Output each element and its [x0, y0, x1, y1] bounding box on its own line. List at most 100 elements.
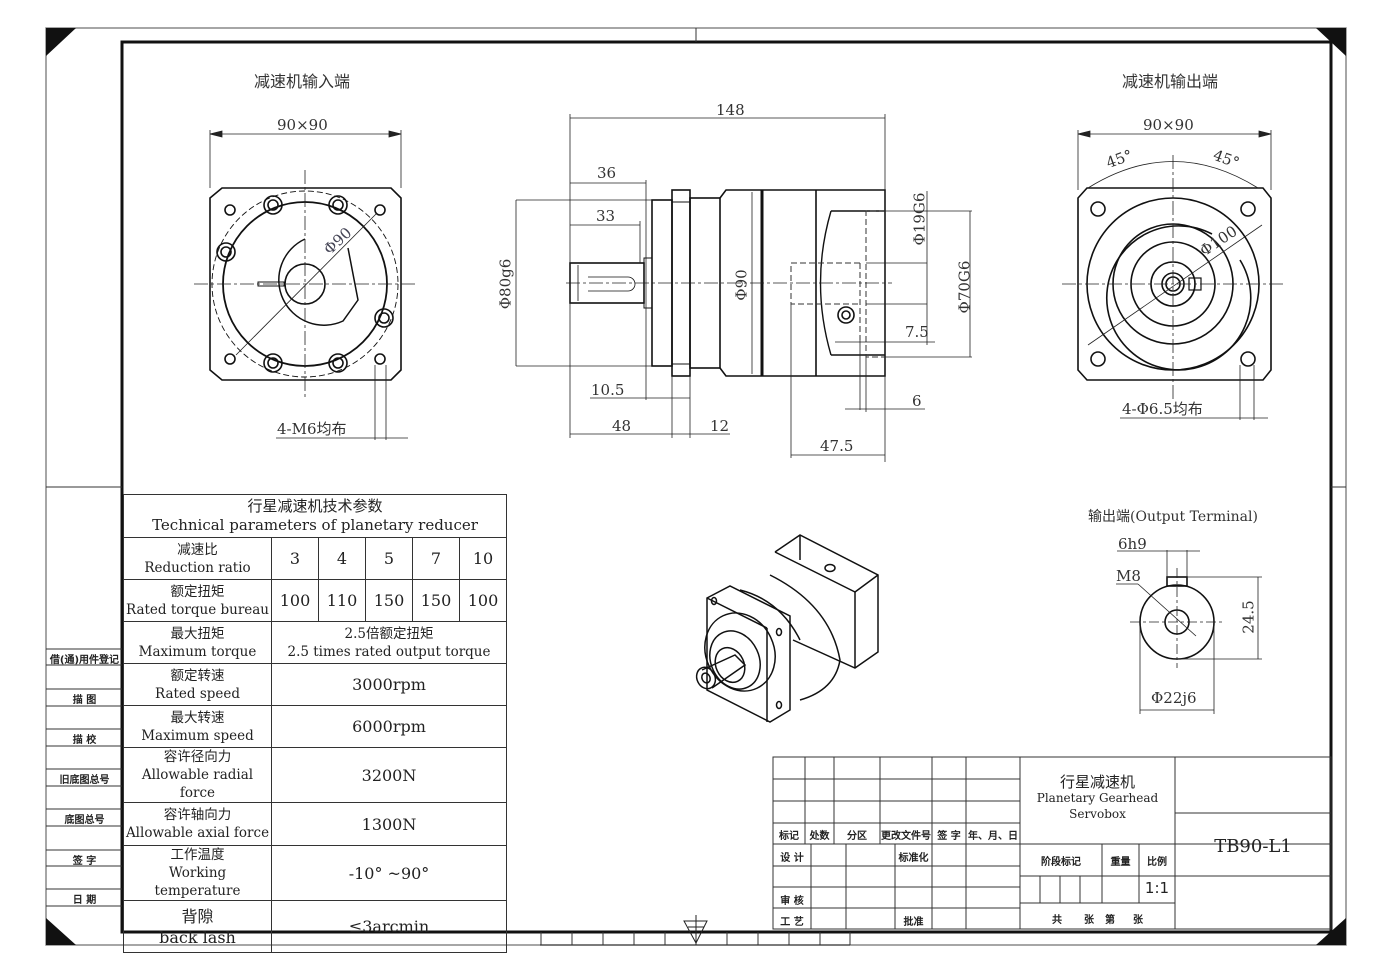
dim-overall-length: 148 — [716, 101, 745, 119]
axial-force-value: 1300N — [270, 802, 508, 846]
bottom-ruler — [540, 932, 851, 946]
dim-key-width: 6h9 — [1118, 535, 1147, 553]
dim-36: 36 — [597, 164, 617, 182]
dim-bore-pilot: Φ70G6 — [955, 260, 974, 314]
scale-value: 1:1 — [1144, 879, 1170, 897]
rev-header: 处数 — [809, 831, 830, 842]
rated-speed-value: 3000rpm — [270, 663, 508, 706]
input-end-title: 减速机输入端 — [254, 72, 351, 91]
product-name: 行星减速机 Planetary Gearhead Servobox — [1036, 773, 1159, 821]
dim-33: 33 — [596, 207, 616, 225]
strip-label: 底图总号 — [64, 815, 105, 826]
rev-header: 年、月、日 — [968, 831, 1018, 842]
centering-symbol — [683, 915, 708, 945]
side-view-dims — [515, 114, 972, 462]
role-review: 审 核 — [780, 896, 804, 907]
torque-cell: 100 — [458, 579, 508, 622]
strip-label: 签 字 — [72, 856, 97, 867]
ratio-cell: 4 — [318, 537, 366, 580]
backlash-value: ≤3arcmin — [270, 900, 508, 953]
spec-table-title: 行星减速机技术参数 Technical parameters of planet… — [122, 494, 508, 538]
output-terminal-title: 输出端(Output Terminal) — [1088, 509, 1258, 525]
torque-cell: 100 — [271, 579, 319, 622]
corner-mark-tl — [46, 28, 76, 56]
output-end-dims — [1062, 130, 1286, 420]
side-view-hidden — [790, 210, 885, 358]
torque-cell: 110 — [318, 579, 366, 622]
rev-header: 标记 — [779, 831, 799, 842]
ratio-cell: 3 — [271, 537, 319, 580]
strip-label: 借(通)用件登记 — [49, 655, 120, 666]
dim-pilot-dia: Φ80g6 — [496, 258, 515, 310]
ratio-cell: 5 — [365, 537, 413, 580]
dim-bore-dia: Φ19G6 — [910, 192, 929, 246]
spec-table: 行星减速机技术参数 Technical parameters of planet… — [122, 494, 508, 953]
strip-label: 描 校 — [72, 735, 97, 746]
corner-mark-br — [1316, 918, 1346, 945]
role-approve: 批准 — [903, 917, 924, 928]
sheet-unit: 张 — [1133, 915, 1143, 926]
title-block-grid — [772, 756, 1332, 930]
rev-header: 更改文件号 — [881, 831, 931, 842]
dim-10-5: 10.5 — [591, 381, 625, 399]
output-end-title: 减速机输出端 — [1122, 72, 1219, 91]
ratio-cell: 10 — [458, 537, 508, 580]
isometric-view — [695, 534, 879, 723]
working-temp-value: -10° ~90° — [270, 845, 508, 901]
role-design: 设 计 — [780, 853, 804, 864]
dim-48: 48 — [612, 417, 632, 435]
sheet-index: 第 — [1105, 915, 1115, 926]
sheet-total: 共 — [1052, 915, 1062, 926]
output-holes-note: 4-Φ6.5均布 — [1122, 400, 1203, 418]
input-end-dims — [194, 130, 416, 440]
drawing-number: TB90-L1 — [1214, 836, 1292, 857]
strip-label: 日 期 — [72, 895, 97, 906]
left-strip-lines — [46, 648, 122, 907]
max-speed-value: 6000rpm — [270, 705, 508, 748]
scale-label: 比例 — [1147, 857, 1167, 868]
output-square-dim: 90×90 — [1143, 116, 1194, 134]
dim-6: 6 — [912, 392, 922, 410]
rev-header: 分区 — [847, 831, 867, 842]
input-holes-note: 4-M6均布 — [277, 420, 347, 438]
input-square-dim: 90×90 — [277, 116, 328, 134]
dim-body-dia: Φ90 — [732, 269, 751, 301]
stage-mark-label: 阶段标记 — [1041, 857, 1081, 868]
dim-shaft-dia: Φ22j6 — [1151, 689, 1197, 707]
corner-mark-bl — [46, 918, 76, 945]
dim-12: 12 — [710, 417, 730, 435]
corner-mark-tr — [1316, 28, 1346, 56]
dim-47-5: 47.5 — [820, 437, 854, 455]
dim-7-5: 7.5 — [905, 323, 929, 341]
rev-header: 签 字 — [937, 831, 961, 842]
strip-label: 描 图 — [72, 695, 97, 706]
role-standard: 标准化 — [898, 853, 929, 864]
radial-force-value: 3200N — [270, 747, 508, 803]
ratio-cell: 7 — [412, 537, 460, 580]
sheet-unit: 张 — [1084, 915, 1094, 926]
strip-label: 旧底图总号 — [59, 775, 110, 786]
dim-key-height: 24.5 — [1239, 600, 1258, 634]
output-terminal-dims — [1116, 550, 1262, 714]
weight-label: 重量 — [1110, 857, 1131, 868]
